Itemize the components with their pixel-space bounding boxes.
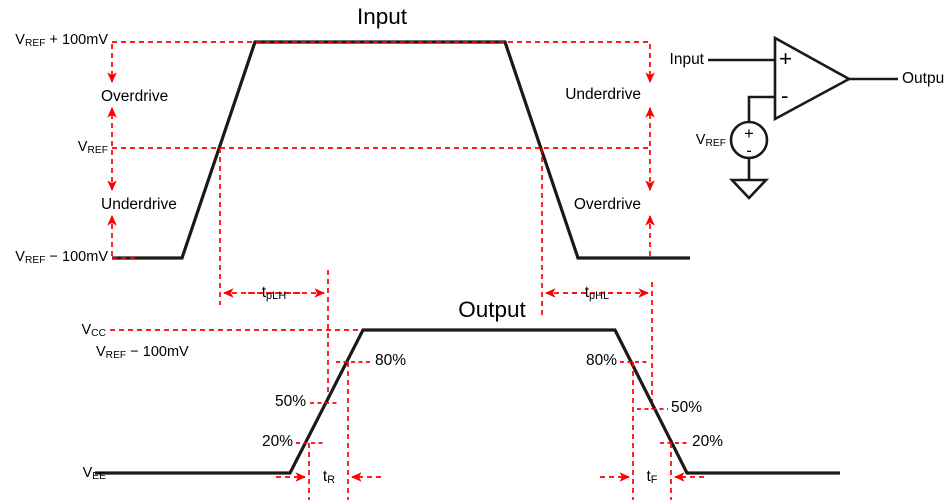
output-rise-80-label: 80% (375, 352, 407, 369)
input-title: Input (356, 4, 408, 29)
output-rise-20-label: 20% (261, 433, 293, 450)
output-fall-50-label: 50% (671, 399, 703, 416)
input-right-overdrive-label: Overdrive (573, 196, 641, 213)
opamp-minus-symbol: - (781, 83, 789, 108)
ground-symbol (728, 178, 770, 200)
opamp-plus-symbol: + (779, 46, 793, 71)
tr-label: tR (322, 468, 336, 486)
source-minus-symbol: - (746, 142, 752, 160)
tf-measurement (600, 362, 704, 500)
circuit-vref-label: VREF (695, 132, 726, 149)
output-vcc-note-label: VREF − 100mV (96, 344, 189, 361)
output-vcc-label: VCC (81, 322, 106, 339)
circuit-input-label: Input (669, 51, 704, 68)
output-rise-50-label: 50% (274, 393, 306, 410)
output-fall-percent-ticks (620, 361, 690, 444)
comparator-circuit (708, 35, 898, 200)
input-left-overdrive-label: Overdrive (101, 88, 169, 105)
output-50pct-drop-lines (327, 270, 653, 409)
output-fall-20-label: 20% (692, 433, 724, 450)
tf-label: tF (646, 468, 658, 486)
input-low-level-label: VREF − 100mV (15, 249, 108, 266)
source-plus-symbol: + (744, 125, 754, 143)
input-left-underdrive-label: Underdrive (101, 196, 177, 213)
threshold-drop-lines (219, 148, 543, 318)
tplh-label: tpLH (261, 284, 287, 302)
opamp-triangle-body (773, 35, 852, 122)
input-high-level-label: VREF + 100mV (15, 32, 108, 49)
input-right-underdrive-label: Underdrive (565, 86, 641, 103)
input-waveform-trace (112, 40, 690, 260)
output-fall-80-label: 80% (585, 352, 617, 369)
circuit-output-label: Output (902, 70, 944, 87)
output-vee-label: VEE (82, 465, 106, 482)
input-reference-lines (112, 41, 650, 259)
opamp-minus-wire (747, 95, 775, 122)
tphl-label: tpHL (584, 284, 610, 302)
tr-measurement (276, 362, 381, 500)
output-title: Output (458, 297, 526, 322)
output-rise-percent-ticks (296, 361, 372, 444)
input-vref-level-label: VREF (77, 139, 108, 156)
output-waveform-trace (95, 328, 840, 475)
